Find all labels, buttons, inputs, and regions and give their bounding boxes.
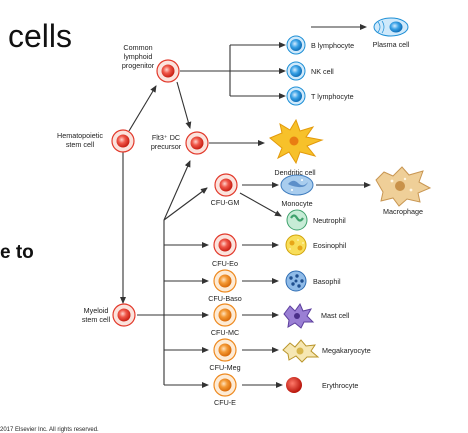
slide-text-fragment: e to <box>0 242 34 263</box>
monocyte-cell <box>280 174 314 196</box>
common-lymphoid-progenitor-cell <box>156 59 180 83</box>
macrophage-cell <box>375 166 432 207</box>
cfu-mc-cell <box>213 303 237 327</box>
cfu-gm-cell <box>214 173 238 197</box>
erythrocyte-cell <box>286 377 302 393</box>
label-b-lymphocyte: B lymphocyte <box>311 41 354 50</box>
label-hematopoietic-line2: stem cell <box>66 140 95 149</box>
label-t-lymphocyte: T lymphocyte <box>311 92 354 101</box>
label-eosinophil: Eosinophil <box>313 241 347 250</box>
nk-cell <box>286 61 306 81</box>
label-common-lymphoid-line3: progenitor <box>122 61 155 70</box>
cfu-e-cell <box>213 373 237 397</box>
lineage-arrows <box>120 24 371 388</box>
label-nk-cell: NK cell <box>311 67 334 76</box>
label-cfu-gm: CFU-GM <box>211 198 240 207</box>
b-lymphocyte-cell <box>286 35 306 55</box>
label-cfu-e: CFU-E <box>214 398 236 407</box>
cfu-eo-cell <box>213 233 237 257</box>
plasma-cell <box>373 17 409 37</box>
label-common-lymphoid-line2: lymphoid <box>124 52 153 61</box>
copyright-footer: 2017 Elsevier Inc. All rights reserved. <box>0 427 99 433</box>
cfu-baso-cell <box>213 269 237 293</box>
dendritic-cell <box>269 118 324 165</box>
myeloid-stem-cell <box>112 303 136 327</box>
cfu-meg-cell <box>213 338 237 362</box>
mast-cell <box>283 302 315 329</box>
basophil-cell <box>285 270 307 292</box>
label-megakaryocyte: Megakaryocyte <box>322 346 371 355</box>
cell-labels: Common lymphoid progenitor Hematopoietic… <box>57 40 423 407</box>
label-hematopoietic-line1: Hematopoietic <box>57 131 103 140</box>
label-macrophage: Macrophage <box>383 207 423 216</box>
label-neutrophil: Neutrophil <box>313 216 346 225</box>
label-common-lymphoid-line1: Common <box>123 43 152 52</box>
label-dendritic-cell: Dendritic cell <box>274 168 316 177</box>
megakaryocyte-cell <box>282 339 320 363</box>
label-basophil: Basophil <box>313 277 341 286</box>
slide-title-fragment: cells <box>8 18 72 54</box>
label-flt3-line2: precursor <box>151 142 182 151</box>
label-mast-cell: Mast cell <box>321 311 350 320</box>
label-cfu-baso: CFU-Baso <box>208 294 242 303</box>
label-cfu-meg: CFU-Meg <box>209 363 240 372</box>
eosinophil-cell <box>285 234 307 256</box>
label-erythrocyte: Erythrocyte <box>322 381 358 390</box>
label-flt3-line1: Flt3⁺ DC <box>152 133 180 142</box>
label-myeloid-line1: Myeloid <box>84 306 109 315</box>
label-plasma-cell: Plasma cell <box>373 40 410 49</box>
label-monocyte: Monocyte <box>281 199 312 208</box>
label-cfu-mc: CFU-MC <box>211 328 239 337</box>
t-lymphocyte-cell <box>286 86 306 106</box>
hematopoietic-stem-cell <box>111 129 135 153</box>
neutrophil-cell <box>286 209 308 231</box>
flt3-dc-precursor-cell <box>185 131 209 155</box>
label-cfu-eo: CFU-Eo <box>212 259 238 268</box>
label-myeloid-line2: stem cell <box>82 315 111 324</box>
